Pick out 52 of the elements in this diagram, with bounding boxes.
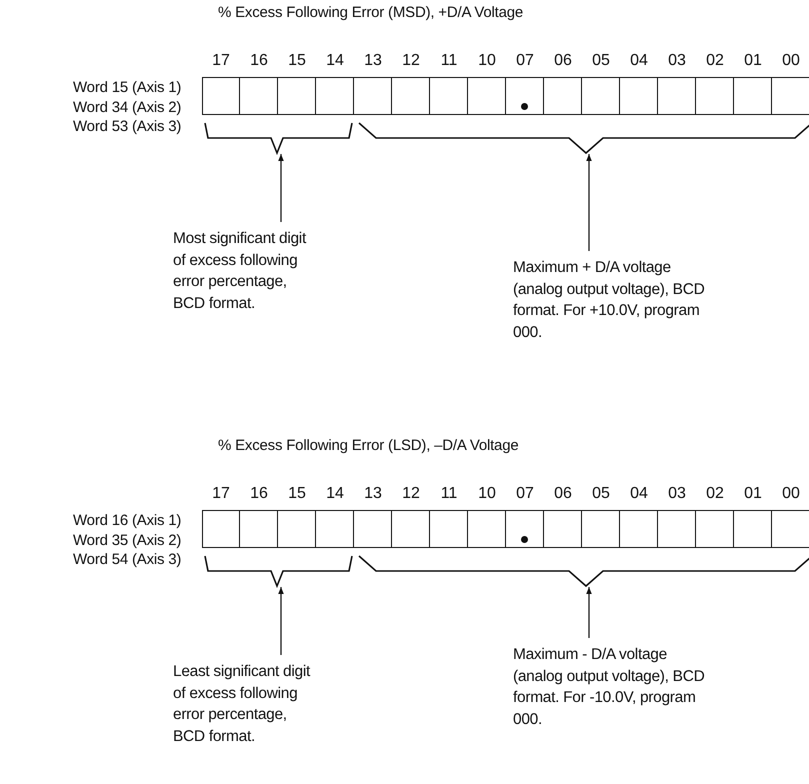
- bit-number: 04: [629, 52, 649, 70]
- bit-number: 15: [287, 52, 307, 70]
- bit-number: 16: [249, 52, 269, 70]
- arrow: [586, 154, 592, 251]
- bit-number: 15: [287, 485, 307, 503]
- bit-number: 00: [781, 485, 801, 503]
- arrow: [278, 587, 284, 655]
- bit-number: 11: [440, 485, 458, 503]
- bit-number: 13: [363, 485, 383, 503]
- bit-number: 07: [515, 52, 535, 70]
- word-label: Word 54 (Axis 3): [73, 551, 182, 568]
- bit-number: 03: [667, 485, 687, 503]
- bit-number: 02: [705, 52, 725, 70]
- bit-number: 13: [363, 52, 383, 70]
- bit-number: 17: [211, 485, 231, 503]
- bit-number: 05: [591, 485, 611, 503]
- bit-number: 10: [477, 52, 497, 70]
- bit-number: 03: [667, 52, 687, 70]
- callout-text: Least significant digit of excess following error percentage, BCD format.: [173, 661, 315, 747]
- bit-number: 07: [515, 485, 535, 503]
- bracket: [358, 555, 809, 588]
- bit-number: 05: [591, 52, 611, 70]
- bit-number: 11: [440, 52, 458, 70]
- word-label: Word 53 (Axis 3): [73, 118, 182, 135]
- word-label: Word 15 (Axis 1): [73, 79, 182, 96]
- word-label: Word 34 (Axis 2): [73, 98, 182, 116]
- bit-number: 14: [325, 485, 345, 503]
- bit-number: 06: [553, 52, 573, 70]
- callout-text: Maximum + D/A voltage (analog output voltage), BCD format. For +10.0V, program 000.: [513, 257, 713, 343]
- arrow: [278, 154, 284, 222]
- callout-text: Maximum - D/A voltage (analog output voltage), BCD format. For -10.0V, program 000.: [513, 644, 713, 730]
- bit-number: 06: [553, 485, 573, 503]
- bit-number: 14: [325, 52, 345, 70]
- register-heading: % Excess Following Error (LSD), –D/A Voltage: [218, 437, 518, 454]
- bit-number: 10: [477, 485, 497, 503]
- word-label: Word 35 (Axis 2): [73, 532, 182, 548]
- bit-number: 12: [401, 485, 421, 503]
- bit-number: 04: [629, 485, 649, 503]
- bit-number: 12: [401, 52, 421, 70]
- arrow: [586, 587, 592, 638]
- bracket: [204, 556, 353, 588]
- bracket: [204, 122, 353, 156]
- register-heading: % Excess Following Error (MSD), +D/A Voltage: [218, 4, 524, 21]
- callout-text: Most significant digit of excess following error percentage, BCD format.: [173, 228, 315, 314]
- bit-number: 00: [781, 52, 801, 70]
- bracket: [358, 122, 809, 154]
- bit-number: 02: [705, 485, 725, 503]
- bit-number: 01: [743, 485, 763, 503]
- word-label: Word 16 (Axis 1): [73, 512, 182, 529]
- bit-number: 17: [211, 52, 231, 70]
- bit-number: 16: [249, 485, 269, 503]
- bit-number: 01: [743, 52, 763, 70]
